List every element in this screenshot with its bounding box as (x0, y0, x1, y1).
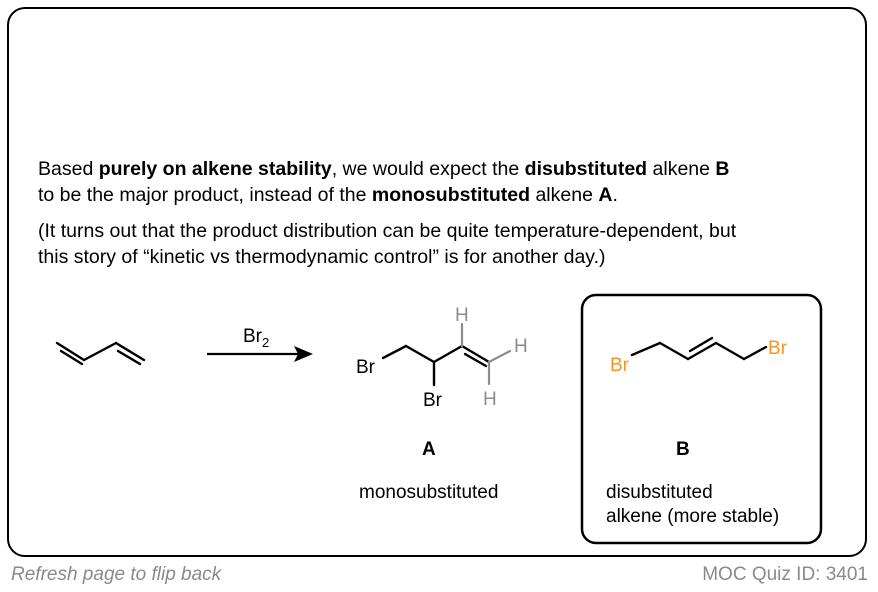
butadiene-structure (55, 341, 146, 366)
product-a-description: monosubstituted (359, 482, 498, 503)
intro-paragraph: Based purely on alkene stability, we wou… (38, 156, 730, 208)
product-b-letter: B (676, 439, 690, 460)
atom-h-right: H (514, 336, 528, 357)
emphasis-disubstituted: disubstituted (524, 158, 648, 180)
quiz-card (7, 7, 867, 557)
intro-line-2: to be the major product, instead of the … (38, 184, 618, 206)
product-b-description-line-2: alkene (more stable) (606, 506, 779, 527)
note-paragraph: (It turns out that the product distribut… (38, 218, 736, 270)
product-b-highlight-box (580, 293, 823, 545)
refresh-hint: Refresh page to flip back (11, 564, 222, 585)
atom-br-2: Br (423, 390, 443, 411)
atom-h-top: H (455, 305, 469, 326)
quiz-id-label: MOC Quiz ID: 3401 (702, 564, 868, 585)
emphasis-letter-a: A (598, 184, 613, 206)
atom-br-right: Br (768, 338, 788, 359)
product-a-structure: Br Br H H H (356, 305, 528, 411)
emphasis-monosubstituted: monosubstituted (371, 184, 531, 206)
product-b-description-line-1: disubstituted (606, 482, 713, 503)
atom-br-left: Br (610, 355, 630, 376)
intro-line-1: Based purely on alkene stability, we wou… (38, 158, 730, 180)
reagent-label: Br2 (243, 326, 269, 350)
product-a-letter: A (422, 439, 436, 460)
note-line-1: (It turns out that the product distribut… (38, 220, 737, 242)
atom-br-1: Br (356, 357, 376, 378)
reaction-arrow (207, 346, 313, 362)
emphasis-purely-on-alkene-stability: purely on alkene stability (98, 158, 332, 180)
product-b-structure: Br Br (610, 336, 788, 376)
atom-h-bottom: H (483, 389, 497, 410)
emphasis-letter-b: B (715, 158, 730, 180)
note-line-2: this story of “kinetic vs thermodynamic … (38, 246, 606, 268)
